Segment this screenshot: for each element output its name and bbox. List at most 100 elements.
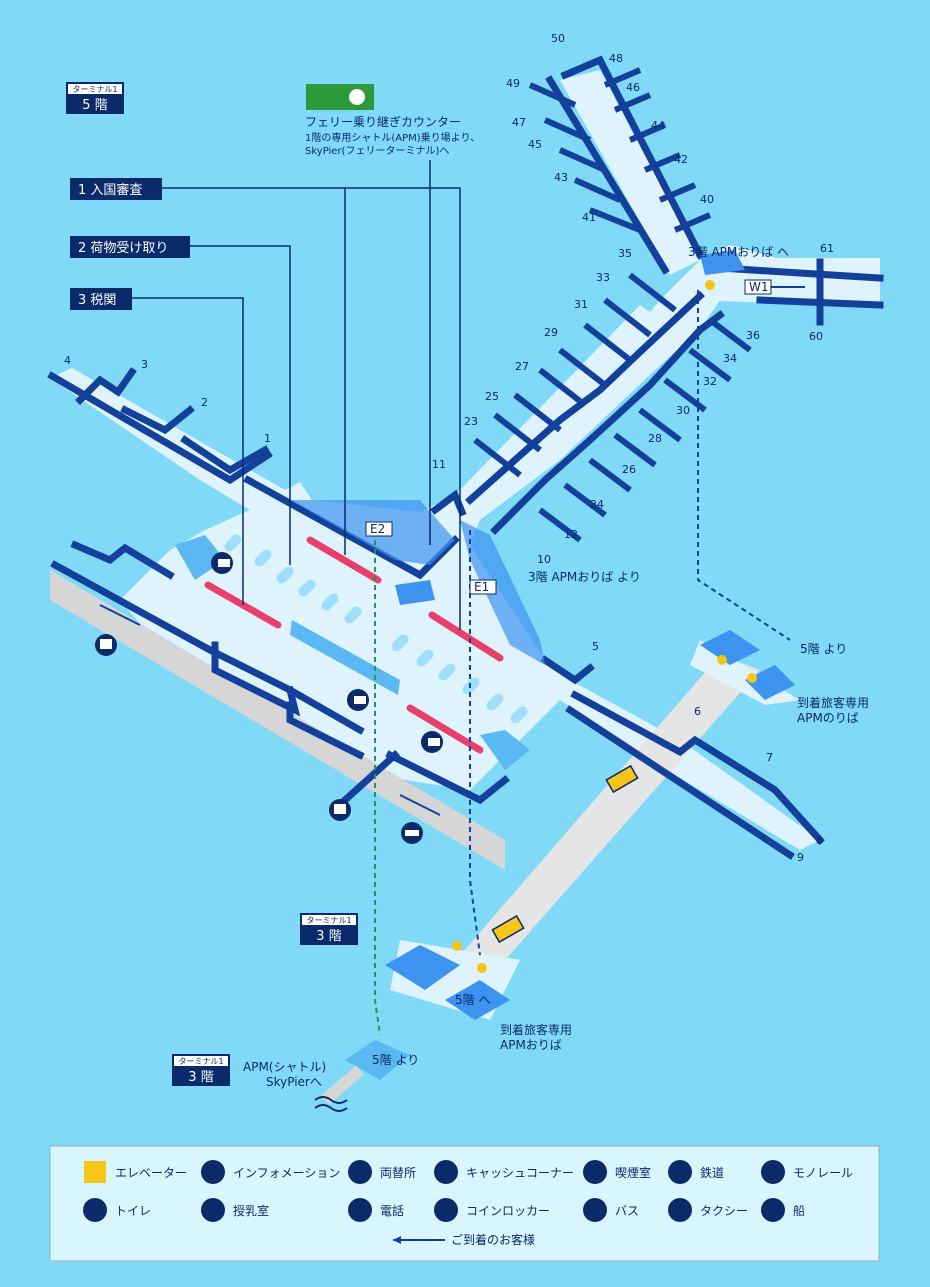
- nursing-icon: [201, 1198, 225, 1222]
- gate-stub: [543, 117, 592, 143]
- gate-label: 48: [609, 52, 623, 65]
- skypier-track: [321, 1065, 364, 1105]
- legend-item: 鉄道: [668, 1160, 724, 1184]
- ferry-counter-note-1: 1階の専用シャトル(APM)乗り場より、: [305, 131, 480, 144]
- svg-text:3 税関: 3 税関: [78, 293, 116, 308]
- wall-segment: [75, 367, 137, 405]
- elevator-icon: [84, 1161, 106, 1183]
- leader-customs: [132, 297, 244, 605]
- gate-label: 23: [464, 415, 478, 428]
- seat: [298, 579, 316, 597]
- gate-label: 3: [141, 358, 148, 371]
- arrival-apm-exit-label-2: APMおりば: [500, 1038, 562, 1052]
- apm-skypier-label-1: APM(シャトル): [243, 1060, 326, 1074]
- gate-label: 26: [622, 463, 636, 476]
- elevator-icon: [452, 941, 462, 951]
- wall-segment: [540, 655, 595, 685]
- wall-segment: [50, 560, 365, 735]
- gate-stub: [638, 407, 682, 443]
- water-icon: [314, 1096, 348, 1104]
- badge-small-label: ターミナル1: [306, 916, 351, 925]
- legend-item-label: 両替所: [380, 1166, 416, 1180]
- svg-text:1 入国審査: 1 入国審査: [78, 183, 142, 198]
- facility-label-immigration: 1 入国審査: [70, 178, 162, 200]
- gate-label: 10: [537, 553, 551, 566]
- gate-stub: [613, 432, 657, 468]
- facility-label-customs: 3 税関: [70, 288, 132, 310]
- seat: [254, 549, 272, 567]
- arrival-apm-ride-label-2: APMのりば: [797, 711, 859, 725]
- gate-label: 61: [820, 242, 834, 255]
- gate-label: 12: [564, 528, 578, 541]
- gate-label: 31: [574, 298, 588, 311]
- legend-item: エレベーター: [84, 1161, 187, 1183]
- arrival-apm-ride-label-1: 到着旅客専用: [797, 695, 869, 710]
- gate-stub: [613, 92, 652, 113]
- customs-counter: [428, 611, 504, 662]
- route-dashed-blue: [697, 290, 791, 641]
- gate-stub: [583, 322, 632, 363]
- wall-segment: [286, 701, 365, 760]
- gate-label: 36: [746, 329, 760, 342]
- apm-station-block: [745, 665, 795, 700]
- badge-top-5f: ターミナル1 5 階: [66, 82, 124, 114]
- seat: [321, 593, 339, 611]
- gate-label: 4: [64, 354, 71, 367]
- leader-baggage: [190, 245, 291, 565]
- legend-item-label: コインロッカー: [466, 1204, 550, 1218]
- exchange-icon: [347, 689, 369, 711]
- gate-stub: [688, 347, 732, 383]
- bus-icon: [329, 799, 351, 821]
- gate-stub: [628, 122, 667, 143]
- wall-segment: [120, 405, 195, 435]
- zone-block: [700, 250, 745, 275]
- gate-label: 30: [676, 404, 690, 417]
- wall-segment: [465, 291, 705, 505]
- immigration-counter: [306, 536, 382, 584]
- legend-item-label: 授乳室: [233, 1203, 269, 1218]
- legend-box: [49, 1145, 880, 1262]
- phone-icon: [348, 1198, 372, 1222]
- gate-stub: [603, 297, 652, 338]
- from-5f-label: 5階 より: [800, 641, 847, 656]
- bus-icon: [583, 1198, 607, 1222]
- legend-item: 両替所: [348, 1160, 416, 1184]
- bus-icon: [95, 634, 117, 656]
- apm-stations: [314, 630, 795, 1112]
- north-pier-floor: [560, 70, 700, 275]
- from-5f-bottom-label: 5階 より: [372, 1052, 419, 1067]
- monorail-icon: [761, 1160, 785, 1184]
- legend-items: エレベーターインフォメーション両替所キャッシュコーナー喫煙室鉄道モノレールトイレ…: [83, 1160, 853, 1222]
- legend-item-label: 鉄道: [700, 1165, 724, 1180]
- gate-label: 2: [201, 396, 208, 409]
- gate-label: 32: [703, 375, 717, 388]
- gate-label: 49: [506, 77, 520, 90]
- leader-lines: [132, 160, 461, 630]
- wall-segment: [560, 55, 705, 260]
- seat: [486, 693, 504, 711]
- gate-label: 40: [700, 193, 714, 206]
- gate-label: 9: [797, 851, 804, 864]
- skypier-apm-block: [345, 1040, 410, 1080]
- apm-station-block: [385, 945, 460, 990]
- taxi-icon: [401, 822, 423, 844]
- locker-icon: [434, 1198, 458, 1222]
- gate-stub: [528, 82, 577, 108]
- seat: [391, 634, 409, 652]
- gate-stub: [628, 272, 677, 313]
- ship-icon: [761, 1198, 785, 1222]
- elevator-icon: [747, 673, 757, 683]
- legend-route-note: ご到着のお客様: [451, 1232, 535, 1247]
- gate-stub: [513, 392, 562, 433]
- info-icon: [201, 1160, 225, 1184]
- zone-block: [290, 620, 400, 695]
- route-dashed-green: [374, 540, 381, 1036]
- gate-label: 46: [626, 81, 640, 94]
- gate-stub: [573, 177, 622, 203]
- seats: [224, 534, 528, 724]
- gate-stub: [643, 152, 682, 173]
- seat: [224, 534, 242, 552]
- badge-floor-label: 5 階: [82, 98, 107, 113]
- gate-label: 25: [485, 390, 499, 403]
- map-labels: 3階 APMおりば へ W1 E2 E1 3階 APMおりば より 5階 より …: [243, 244, 869, 1089]
